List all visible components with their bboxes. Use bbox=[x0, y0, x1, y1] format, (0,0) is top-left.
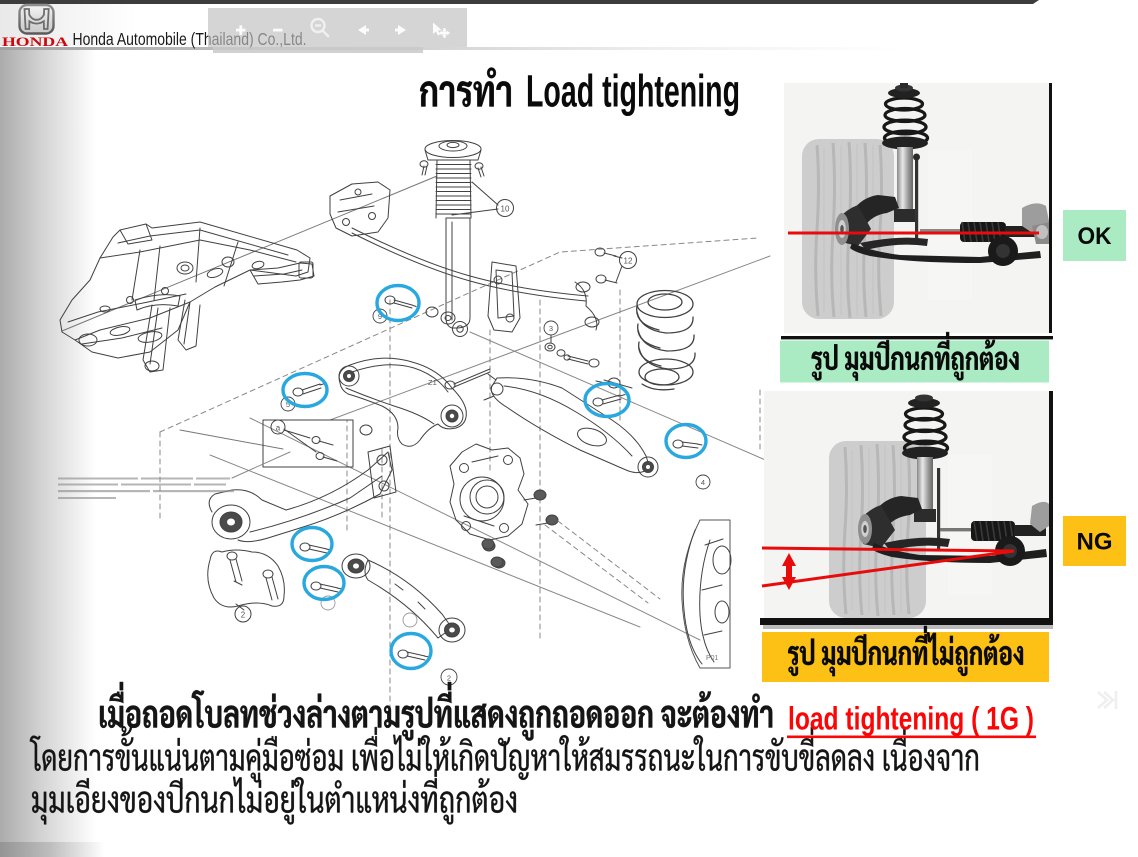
svg-text:2: 2 bbox=[447, 674, 451, 683]
svg-text:10: 10 bbox=[501, 205, 510, 214]
svg-text:Load tightening: Load tightening bbox=[526, 66, 740, 117]
svg-text:OK: OK bbox=[1078, 223, 1113, 250]
svg-text:3: 3 bbox=[549, 324, 553, 333]
svg-text:5: 5 bbox=[286, 400, 290, 409]
svg-text:2: 2 bbox=[241, 611, 246, 620]
svg-text:HONDA: HONDA bbox=[2, 34, 69, 49]
svg-text:load tightening ( 1G ): load tightening ( 1G ) bbox=[788, 701, 1034, 737]
svg-text:4: 4 bbox=[701, 478, 705, 487]
svg-text:NG: NG bbox=[1077, 529, 1113, 556]
svg-text:9: 9 bbox=[378, 312, 382, 321]
svg-text:Z1: Z1 bbox=[428, 378, 437, 387]
svg-text:a: a bbox=[276, 424, 281, 433]
svg-text:P01: P01 bbox=[706, 655, 719, 662]
svg-text:12: 12 bbox=[624, 257, 633, 266]
